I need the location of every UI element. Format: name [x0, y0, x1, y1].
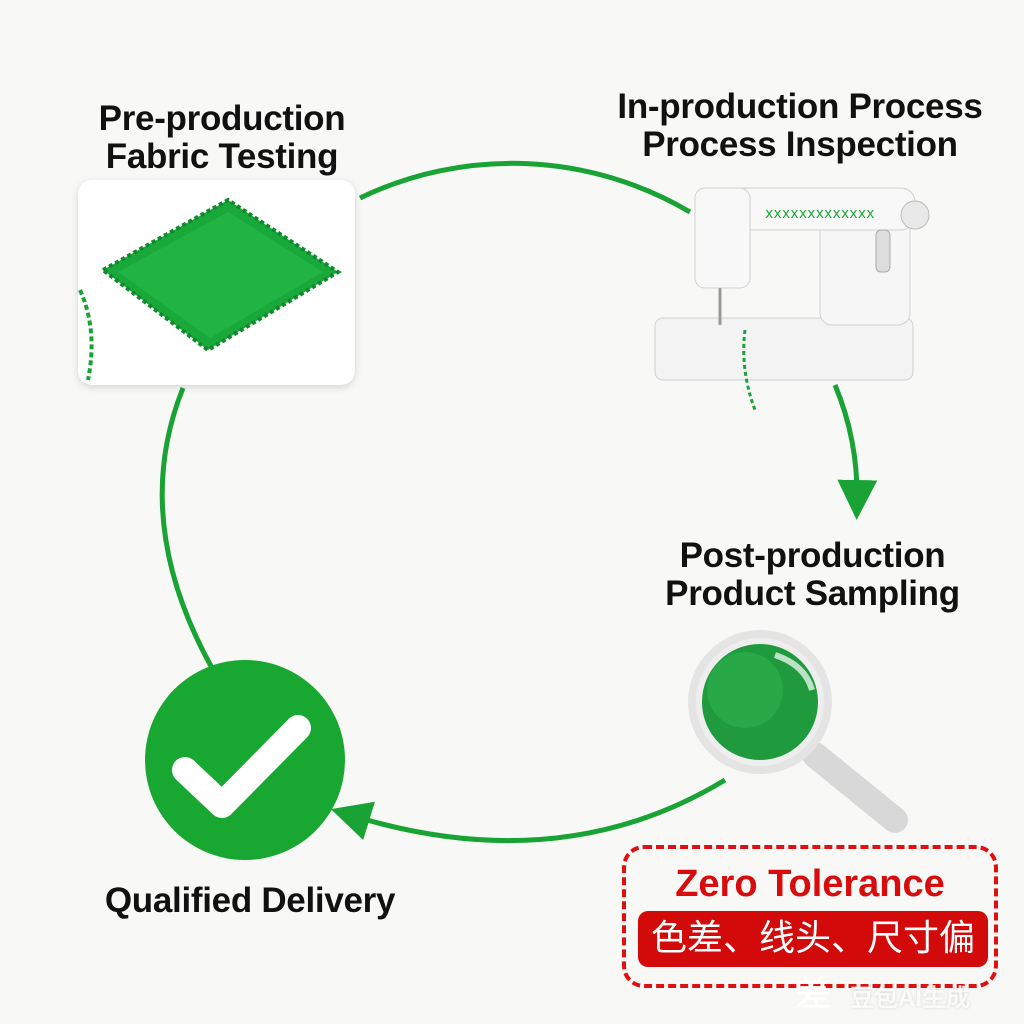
- stage-pre-title: Pre-production Fabric Testing: [42, 100, 402, 176]
- callout-items: 色差、线头、尺寸偏差: [638, 911, 988, 1015]
- sewing-machine-icon: xxxxxxxxxxxxx: [654, 187, 930, 411]
- fabric-swatch-icon: [78, 197, 342, 381]
- stage-post-title: Post-production Product Sampling: [610, 537, 1015, 613]
- arc-top: [358, 160, 692, 215]
- watermark: 豆包AI生成: [850, 985, 970, 1012]
- arc-left: [159, 387, 215, 670]
- stage-post-line1: Post-production: [679, 536, 946, 575]
- magnifier-icon: [688, 630, 908, 833]
- stage-in-line2: Process Inspection: [642, 125, 958, 164]
- zero-tolerance-callout: Zero Tolerance 色差、线头、尺寸偏差: [622, 845, 998, 1015]
- callout-title: Zero Tolerance: [675, 863, 945, 905]
- stage-pre-line1: Pre-production: [98, 99, 346, 138]
- stage-post-line2: Product Sampling: [665, 574, 960, 613]
- delivery-label: Qualified Delivery: [104, 881, 396, 920]
- stage-in-title: In-production Process Process Inspection: [580, 88, 1020, 164]
- svg-text:xxxxxxxxxxxxx: xxxxxxxxxxxxx: [765, 206, 875, 222]
- fabric-card: [78, 180, 355, 385]
- stage-in-line1: In-production Process: [617, 87, 983, 126]
- arc-right: [832, 384, 878, 520]
- arc-bottom: [330, 777, 727, 844]
- check-circle-icon: [145, 660, 345, 860]
- stage-pre-line2: Fabric Testing: [105, 137, 339, 176]
